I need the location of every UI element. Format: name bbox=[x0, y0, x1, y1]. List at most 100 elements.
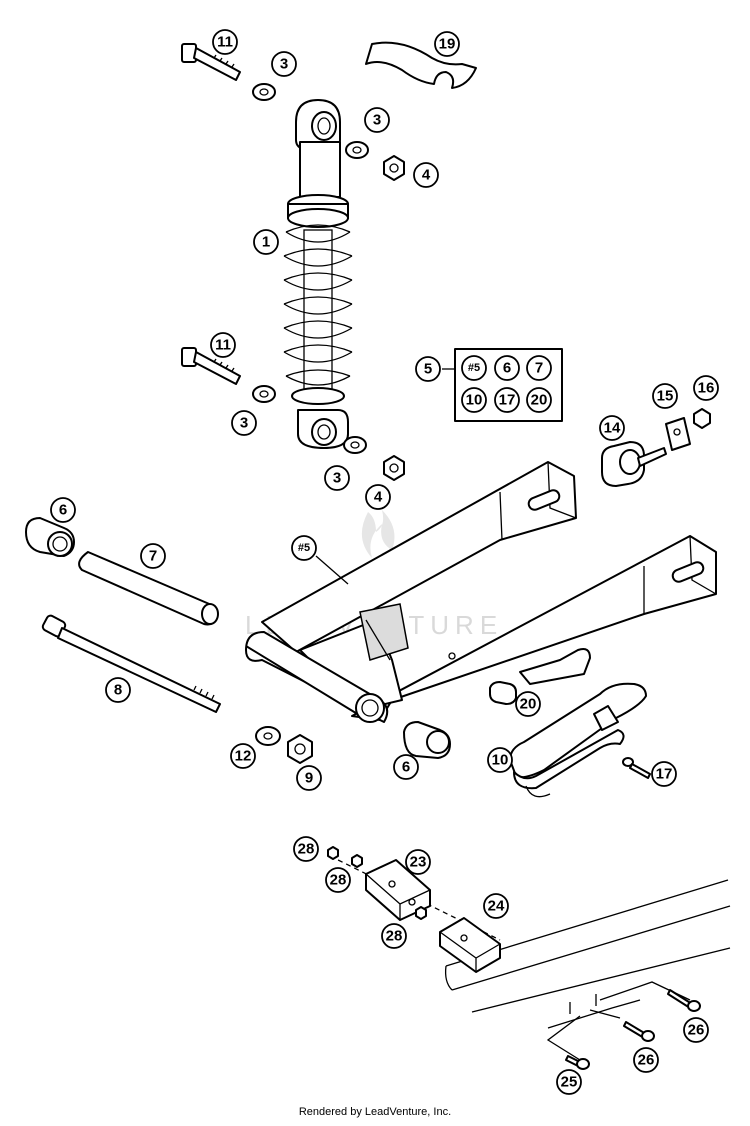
kit-callout: #5 bbox=[461, 355, 487, 381]
svg-text:10: 10 bbox=[492, 752, 509, 769]
nut-28 bbox=[327, 846, 427, 920]
svg-text:9: 9 bbox=[305, 770, 313, 787]
callout-19: 19 bbox=[434, 31, 460, 57]
callout-12: 12 bbox=[230, 743, 256, 769]
svg-text:17: 17 bbox=[499, 392, 516, 409]
bushing-6-left bbox=[25, 517, 75, 557]
callout-25: 25 bbox=[556, 1069, 582, 1095]
bushing-14 bbox=[601, 441, 667, 487]
svg-text:20: 20 bbox=[520, 696, 537, 713]
callout-5: 5 bbox=[415, 356, 441, 382]
callout-11: 11 bbox=[210, 332, 236, 358]
svg-text:11: 11 bbox=[215, 337, 231, 354]
svg-text:17: 17 bbox=[656, 766, 673, 783]
svg-text:10: 10 bbox=[466, 392, 483, 409]
callout-28: 28 bbox=[293, 836, 319, 862]
mount-block-23 bbox=[365, 859, 431, 921]
clip-15 bbox=[665, 417, 691, 451]
spanner-19 bbox=[365, 41, 477, 89]
callout-23: 23 bbox=[405, 849, 431, 875]
callout-3: 3 bbox=[324, 465, 350, 491]
svg-text:3: 3 bbox=[240, 415, 248, 432]
svg-text:19: 19 bbox=[439, 36, 456, 53]
swingarm bbox=[245, 461, 717, 723]
kit-callout: 6 bbox=[494, 355, 520, 381]
kit-callout: 17 bbox=[494, 387, 520, 413]
svg-text:6: 6 bbox=[402, 759, 410, 776]
svg-text:3: 3 bbox=[280, 56, 288, 73]
pivot-bolt-8 bbox=[41, 614, 221, 713]
svg-text:1: 1 bbox=[262, 234, 270, 251]
screw-17 bbox=[622, 757, 651, 779]
svg-text:26: 26 bbox=[688, 1022, 705, 1039]
callout-15: 15 bbox=[652, 383, 678, 409]
kit-callout: 7 bbox=[526, 355, 552, 381]
svg-text:8: 8 bbox=[114, 682, 122, 699]
svg-text:#5: #5 bbox=[298, 542, 310, 554]
svg-text:24: 24 bbox=[488, 898, 505, 915]
kit-callout: 20 bbox=[526, 387, 552, 413]
callout-24: 24 bbox=[483, 893, 509, 919]
callout-6: 6 bbox=[50, 497, 76, 523]
washer-12 bbox=[255, 726, 281, 746]
callout-9: 9 bbox=[296, 765, 322, 791]
kit-callout: 10 bbox=[461, 387, 487, 413]
callout-6: 6 bbox=[393, 754, 419, 780]
washer-3 bbox=[252, 83, 369, 454]
svg-text:12: 12 bbox=[235, 748, 252, 765]
callout-20: 20 bbox=[515, 691, 541, 717]
svg-text:3: 3 bbox=[373, 112, 381, 129]
callout-26: 26 bbox=[633, 1047, 659, 1073]
bushing-6-right bbox=[403, 721, 451, 759]
svg-text:11: 11 bbox=[217, 34, 233, 51]
sleeve-7 bbox=[78, 551, 219, 626]
callout-28: 28 bbox=[381, 923, 407, 949]
svg-text:6: 6 bbox=[503, 360, 511, 377]
callout-8: 8 bbox=[105, 677, 131, 703]
callout-4: 4 bbox=[413, 162, 439, 188]
svg-text:20: 20 bbox=[531, 392, 548, 409]
callout-3: 3 bbox=[231, 410, 257, 436]
callout-3: 3 bbox=[364, 107, 390, 133]
callout-26: 26 bbox=[683, 1017, 709, 1043]
callout-10: 10 bbox=[487, 747, 513, 773]
callout-28: 28 bbox=[325, 867, 351, 893]
svg-text:26: 26 bbox=[638, 1052, 655, 1069]
svg-text:28: 28 bbox=[386, 928, 403, 945]
callout-swingarm: #5 bbox=[291, 535, 317, 561]
bolt-11-lower bbox=[181, 347, 241, 385]
svg-text:15: 15 bbox=[657, 388, 674, 405]
svg-text:5: 5 bbox=[424, 361, 432, 378]
callout-17: 17 bbox=[651, 761, 677, 787]
callout-7: 7 bbox=[140, 543, 166, 569]
svg-text:23: 23 bbox=[410, 854, 427, 871]
callout-11: 11 bbox=[212, 29, 238, 55]
svg-text:28: 28 bbox=[330, 872, 347, 889]
svg-text:28: 28 bbox=[298, 841, 315, 858]
mount-plate-24 bbox=[439, 917, 501, 973]
svg-text:3: 3 bbox=[333, 470, 341, 487]
bolt-25 bbox=[565, 1055, 590, 1070]
footer-credit: Rendered by LeadVenture, Inc. bbox=[298, 1106, 452, 1118]
callout-4: 4 bbox=[365, 484, 391, 510]
chain-slider-10 bbox=[509, 682, 647, 798]
svg-text:14: 14 bbox=[604, 420, 621, 437]
callout-3: 3 bbox=[271, 51, 297, 77]
bolt-26 bbox=[623, 989, 701, 1042]
frame-section bbox=[329, 855, 731, 1061]
callout-14: 14 bbox=[599, 415, 625, 441]
shock-absorber bbox=[283, 99, 353, 449]
svg-text:4: 4 bbox=[374, 489, 383, 506]
spacer-20 bbox=[489, 681, 517, 705]
callout-1: 1 bbox=[253, 229, 279, 255]
svg-text:#5: #5 bbox=[468, 362, 480, 374]
svg-text:6: 6 bbox=[59, 502, 67, 519]
callout-16: 16 bbox=[693, 375, 719, 401]
svg-text:7: 7 bbox=[535, 360, 543, 377]
nut-16 bbox=[693, 408, 711, 429]
svg-text:4: 4 bbox=[422, 167, 431, 184]
svg-text:7: 7 bbox=[149, 548, 157, 565]
nut-9 bbox=[287, 734, 313, 764]
svg-text:16: 16 bbox=[698, 380, 715, 397]
